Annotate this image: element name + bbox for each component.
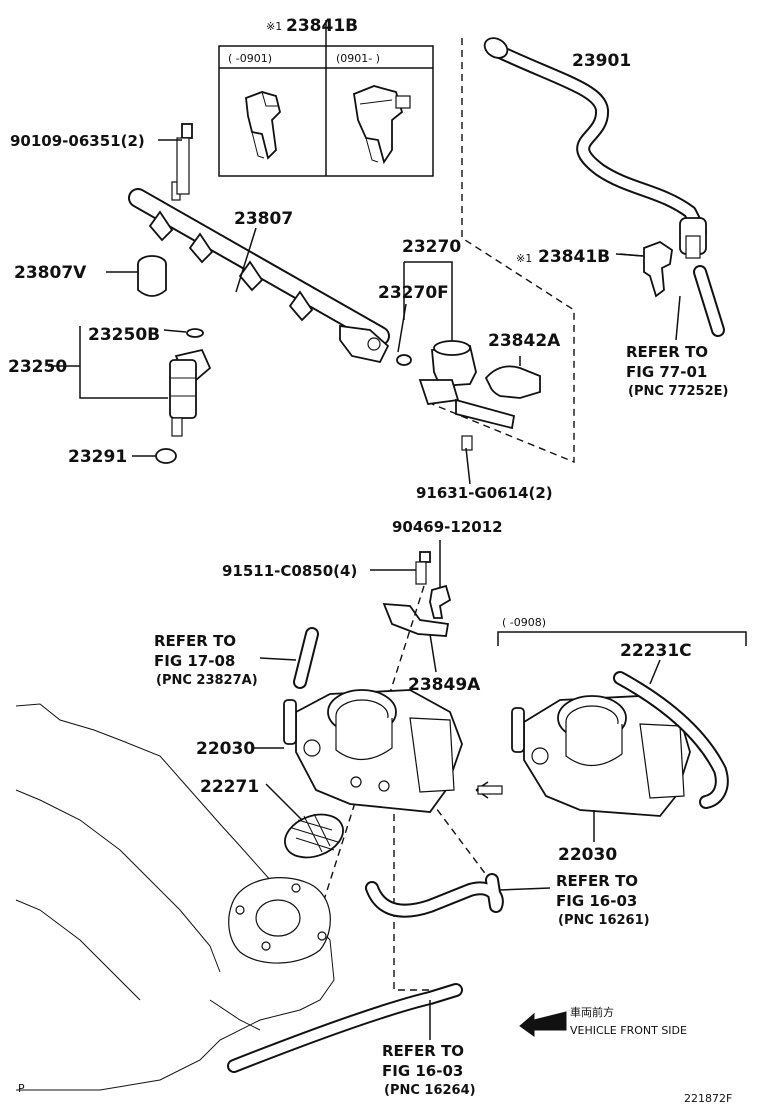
ref1626b-line2: FIG 16-03	[382, 1062, 463, 1080]
ref1626b-line1: REFER TO	[382, 1042, 464, 1060]
ref17-line1: REFER TO	[154, 632, 236, 650]
hose-stub-77	[675, 265, 725, 341]
label-23291: 23291	[68, 447, 127, 467]
label-23901: 23901	[572, 51, 631, 71]
retainer-23842a	[484, 356, 541, 399]
arrow-right-icon	[475, 781, 503, 799]
label-90109: 90109-06351(2)	[10, 132, 145, 150]
bracket-range-label: ( -0908)	[502, 616, 546, 629]
label-22030-left: 22030	[196, 739, 255, 759]
label-91631: 91631-G0614(2)	[416, 484, 553, 502]
label-23841b-top: 23841B	[286, 16, 358, 36]
fuel-hose-23901	[483, 37, 707, 259]
intake-manifold	[15, 703, 335, 1091]
front-label-en: VEHICLE FRONT SIDE	[570, 1024, 687, 1037]
ref1626-line1: REFER TO	[556, 872, 638, 890]
inset-col2-label: (0901- )	[336, 52, 380, 65]
connector-new-icon	[353, 85, 411, 165]
label-22030-right: 22030	[558, 845, 617, 865]
throttle-body-left	[254, 689, 463, 813]
bolt-91511	[370, 551, 431, 585]
gasket-22271	[265, 783, 344, 859]
corner-p: P	[18, 1082, 25, 1095]
ref1626-line2: FIG 16-03	[556, 892, 637, 910]
hose-stub-17	[259, 627, 319, 689]
inset-col1-label: ( -0901)	[228, 52, 272, 65]
label-91511: 91511-C0850(4)	[222, 562, 357, 580]
label-23841b-mid: 23841B	[538, 247, 610, 267]
front-label-jp: 車両前方	[570, 1005, 614, 1019]
label-23842a: 23842A	[488, 331, 561, 351]
hose-22231c	[613, 659, 729, 809]
hose-16261	[365, 873, 551, 918]
regulator-23270	[396, 261, 516, 451]
clip-23841b	[615, 240, 673, 298]
note-mark-top: ※1	[266, 20, 282, 33]
label-23250: 23250	[8, 357, 67, 377]
connector-old-icon	[245, 91, 281, 160]
bracket-23849a	[382, 602, 450, 673]
ref77-line3: (PNC 77252E)	[628, 384, 728, 399]
ref1626b-line3: (PNC 16264)	[384, 1083, 476, 1098]
inset-23841b	[218, 20, 434, 177]
fuel-line-boundary	[431, 38, 575, 464]
label-23807v: 23807V	[14, 263, 87, 283]
clip-90469	[429, 540, 452, 619]
ref17-line3: (PNC 23827A)	[156, 673, 258, 688]
label-23270: 23270	[402, 237, 461, 257]
range-bracket	[497, 631, 747, 646]
vehicle-front-arrow-icon	[519, 1011, 567, 1037]
insulator-23807v	[106, 255, 167, 297]
ref17-line2: FIG 17-08	[154, 652, 235, 670]
delivery-pipe-23807	[128, 181, 390, 364]
figure-id: 221872F	[684, 1092, 732, 1105]
ref77-line1: REFER TO	[626, 343, 708, 361]
label-23849a: 23849A	[408, 675, 481, 695]
label-90469: 90469-12012	[392, 518, 503, 536]
bolt-90109	[158, 123, 193, 195]
label-22271: 22271	[200, 777, 259, 797]
label-23250b: 23250B	[88, 325, 160, 345]
ref1626-line3: (PNC 16261)	[558, 913, 650, 928]
ref77-line2: FIG 77-01	[626, 363, 707, 381]
injector-23250	[48, 326, 212, 464]
hose-16264	[227, 983, 463, 1073]
label-22231c: 22231C	[620, 641, 692, 661]
label-23807: 23807	[234, 209, 293, 229]
label-23270f: 23270F	[378, 283, 449, 303]
note-mark-mid: ※1	[516, 252, 532, 265]
throttle-body-right	[511, 695, 691, 842]
